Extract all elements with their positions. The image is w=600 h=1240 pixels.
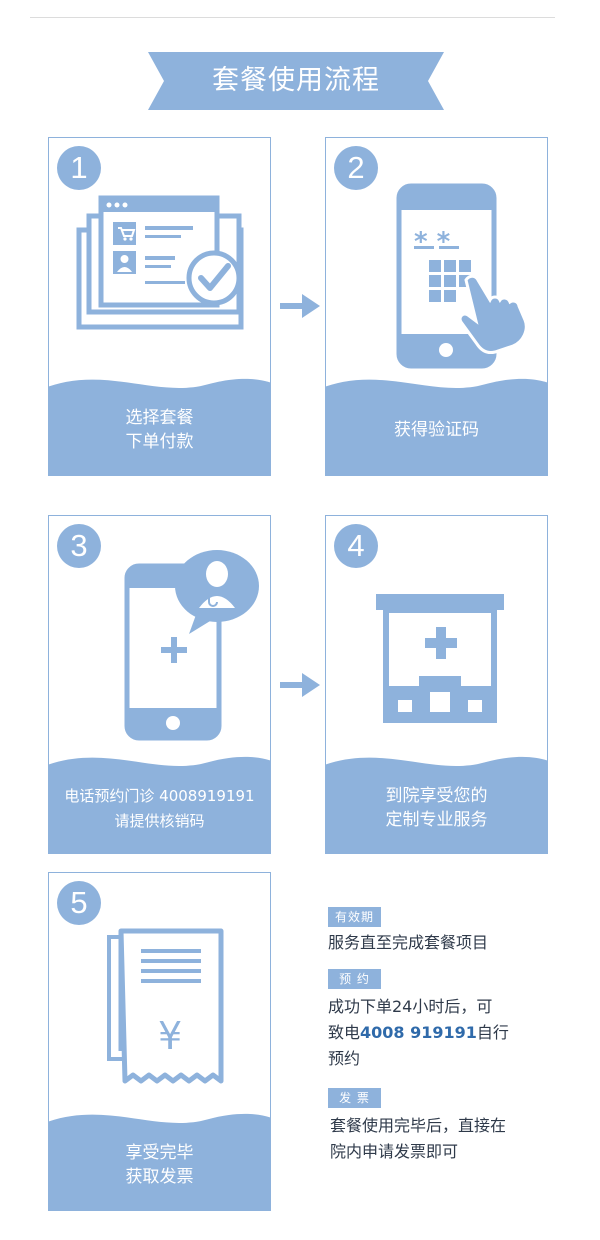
svg-text:* *: * * bbox=[414, 227, 451, 257]
web-order-check-icon bbox=[76, 195, 244, 330]
invoice-tag: 发 票 bbox=[328, 1088, 381, 1108]
step-card-3: 3 电话预约门诊 4008919191 请提供核销码 bbox=[48, 515, 271, 854]
card-wave bbox=[326, 756, 547, 853]
banner-title: 套餐使用流程 bbox=[212, 65, 380, 96]
arrow-right-icon bbox=[280, 294, 320, 318]
card-wave bbox=[49, 1113, 270, 1210]
phone-keypad-hand-icon: * * bbox=[396, 183, 528, 369]
step-number: 2 bbox=[334, 146, 378, 190]
booking-tag: 预 约 bbox=[328, 969, 381, 989]
step-label: 到院享受您的 定制专业服务 bbox=[385, 786, 488, 830]
invoice-text: 套餐使用完毕后，直接在 院内申请发票即可 bbox=[330, 1116, 507, 1161]
arrow-right-icon bbox=[280, 673, 320, 697]
step-card-4: 4 到院享受您的 定制专业服务 bbox=[325, 515, 548, 854]
step-number: 3 bbox=[57, 524, 101, 568]
validity-tag: 有效期 bbox=[328, 907, 381, 927]
booking-phone: 4008 919191 bbox=[360, 1023, 477, 1042]
validity-text: 服务直至完成套餐项目 bbox=[328, 933, 489, 952]
step-card-2: 2 * * 获得验证码 bbox=[325, 137, 548, 476]
step-label: 选择套餐 下单付款 bbox=[125, 408, 194, 452]
step-card-5: 5 ¥ 享受完毕 获取发票 bbox=[48, 872, 271, 1211]
step-number: 4 bbox=[334, 524, 378, 568]
phone-doctor-icon bbox=[124, 550, 259, 741]
step-label: 享受完毕 获取发票 bbox=[125, 1143, 194, 1187]
title-banner: 套餐使用流程 bbox=[148, 52, 444, 114]
hospital-building-icon bbox=[376, 594, 504, 723]
card-wave bbox=[49, 756, 270, 853]
card-wave bbox=[326, 378, 547, 475]
svg-text:¥: ¥ bbox=[158, 1014, 182, 1058]
step-card-1: 1 选择套餐 下单付款 bbox=[48, 137, 271, 476]
step-label: 电话预约门诊 4008919191 请提供核销码 bbox=[64, 787, 255, 830]
receipt-yuan-icon: ¥ bbox=[107, 928, 224, 1084]
top-divider bbox=[30, 17, 555, 18]
step-number: 5 bbox=[57, 881, 101, 925]
booking-text: 成功下单24小时后，可 致电4008 919191自行 预约 bbox=[328, 997, 509, 1068]
card-wave bbox=[49, 378, 270, 475]
step-number: 1 bbox=[57, 146, 101, 190]
step-label: 获得验证码 bbox=[394, 420, 479, 440]
